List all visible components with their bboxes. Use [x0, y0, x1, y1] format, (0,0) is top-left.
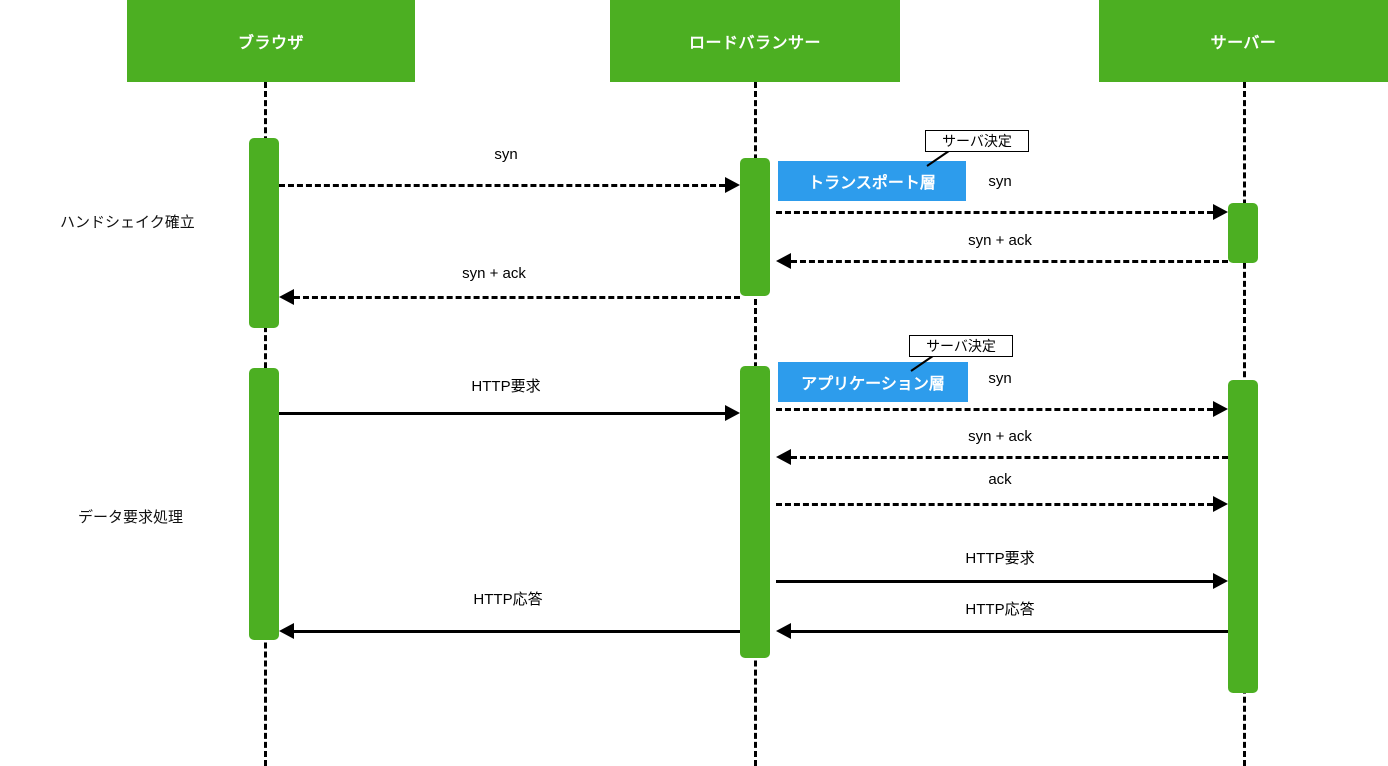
arrow-line-syn-browser-lb	[279, 184, 725, 187]
arrow-line-synack2-server-lb	[791, 456, 1228, 459]
arrow-head-http-req-lb-server	[1213, 573, 1228, 589]
actor-label-server: サーバー	[1210, 35, 1277, 52]
arrow-line-syn2-lb-server	[776, 408, 1213, 411]
actor-header-server[interactable]: サーバー	[1099, 0, 1388, 82]
arrow-head-synack-server-lb	[776, 253, 791, 269]
message-label-syn2-lb-server: syn	[988, 370, 1012, 387]
arrow-head-syn-browser-lb	[725, 177, 740, 193]
section-label-handshake: ハンドシェイク確立	[60, 214, 195, 231]
activation-server-1[interactable]	[1228, 203, 1258, 263]
note-label-server-decision-2: サーバ決定	[926, 338, 996, 354]
actor-label-browser: ブラウザ	[237, 35, 304, 52]
arrow-head-ack-lb-server	[1213, 496, 1228, 512]
message-label-http-req-browser-lb: HTTP要求	[471, 378, 541, 395]
layer-box-transport[interactable]: トランスポート層	[778, 161, 966, 201]
message-label-syn-browser-lb: syn	[494, 146, 518, 163]
section-label-data-request: データ要求処理	[78, 509, 184, 526]
actor-header-browser[interactable]: ブラウザ	[127, 0, 415, 82]
arrow-head-syn2-lb-server	[1213, 401, 1228, 417]
arrow-head-syn-lb-server	[1213, 204, 1228, 220]
activation-load-balancer-2[interactable]	[740, 366, 770, 658]
message-label-synack2-server-lb: syn + ack	[968, 428, 1032, 445]
arrow-line-syn-lb-server	[776, 211, 1213, 214]
message-label-http-res-server-lb: HTTP応答	[965, 601, 1035, 618]
activation-server-2[interactable]	[1228, 380, 1258, 693]
layer-box-application[interactable]: アプリケーション層	[778, 362, 968, 402]
arrow-line-http-req-lb-server	[776, 580, 1213, 583]
arrow-head-synack2-server-lb	[776, 449, 791, 465]
activation-browser-2[interactable]	[249, 368, 279, 640]
activation-load-balancer-1[interactable]	[740, 158, 770, 296]
actor-header-load-balancer[interactable]: ロードバランサー	[610, 0, 900, 82]
message-label-syn-lb-server: syn	[988, 173, 1012, 190]
activation-browser-1[interactable]	[249, 138, 279, 328]
arrow-line-http-res-server-lb	[791, 630, 1228, 633]
arrow-line-synack-server-lb	[791, 260, 1228, 263]
actor-label-load-balancer: ロードバランサー	[688, 35, 821, 52]
layer-box-label-application: アプリケーション層	[801, 376, 945, 393]
arrow-head-synack-lb-browser	[279, 289, 294, 305]
note-server-decision-2[interactable]: サーバ決定	[909, 335, 1013, 357]
note-server-decision-1[interactable]: サーバ決定	[925, 130, 1029, 152]
message-label-http-res-lb-browser: HTTP応答	[473, 591, 543, 608]
arrow-line-http-res-lb-browser	[294, 630, 740, 633]
layer-box-label-transport: トランスポート層	[808, 175, 936, 192]
arrow-head-http-res-lb-browser	[279, 623, 294, 639]
message-label-http-req-lb-server: HTTP要求	[965, 550, 1035, 567]
message-label-synack-lb-browser: syn + ack	[462, 265, 526, 282]
note-label-server-decision-1: サーバ決定	[942, 133, 1012, 149]
arrow-head-http-req-browser-lb	[725, 405, 740, 421]
arrow-line-http-req-browser-lb	[279, 412, 725, 415]
arrow-line-ack-lb-server	[776, 503, 1213, 506]
arrow-line-synack-lb-browser	[294, 296, 740, 299]
arrow-head-http-res-server-lb	[776, 623, 791, 639]
message-label-ack-lb-server: ack	[988, 471, 1012, 488]
message-label-synack-server-lb: syn + ack	[968, 232, 1032, 249]
